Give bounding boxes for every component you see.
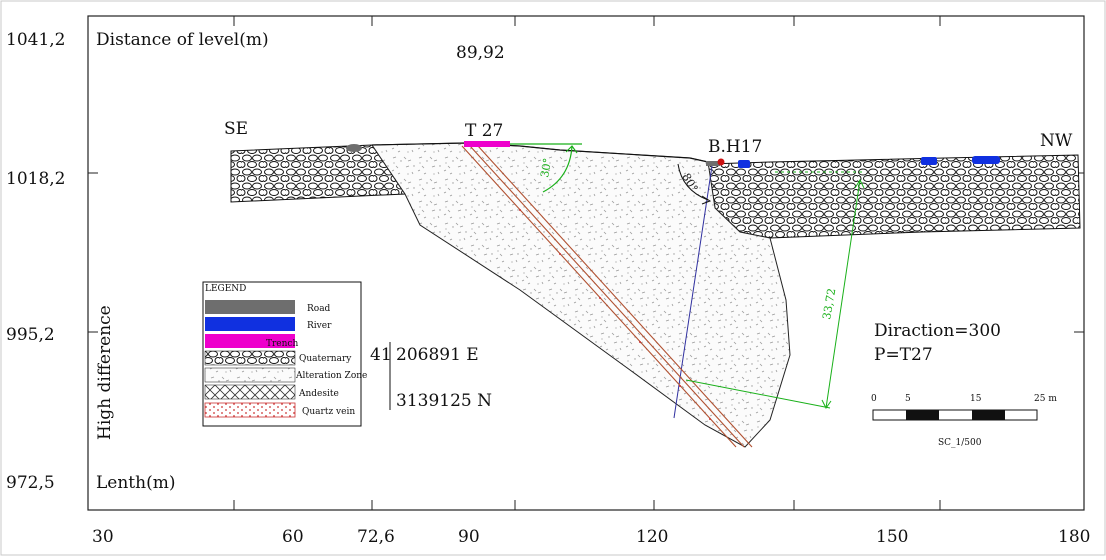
- x-tick-120: 120: [636, 527, 668, 547]
- legend-swatch-alteration: [204, 367, 296, 383]
- y-tick-2: 1018,2: [6, 169, 65, 189]
- coord-easting: 206891 E: [396, 345, 479, 365]
- legend: LEGEND Road River Trench Quaternary Alte…: [202, 281, 367, 427]
- legend-swatch-andesite: [204, 384, 296, 400]
- angle-30-marker: [510, 143, 582, 193]
- trench-marker: [464, 141, 510, 147]
- y-tick-1: 1041,2: [6, 30, 65, 50]
- legend-title: LEGEND: [205, 284, 246, 294]
- quartz-vein-dots: [519, 209, 711, 420]
- scale-bar: 0 5 15 25 m SC_1/500: [871, 394, 1057, 448]
- distance-label: 33,72: [820, 287, 838, 320]
- legend-swatch-quartz: [204, 402, 296, 418]
- distance-marker: [685, 171, 865, 409]
- coord-prefix: 41: [370, 345, 392, 365]
- y-tick-3: 995,2: [6, 325, 55, 345]
- scale-tick-15: 15: [970, 394, 982, 404]
- scale-caption: SC_1/500: [938, 438, 982, 448]
- legend-swatch-trench: [205, 334, 295, 348]
- x-tick-90: 90: [458, 527, 480, 547]
- x-tick-150: 150: [876, 527, 908, 547]
- legend-label-road: Road: [307, 304, 331, 314]
- nw-label: NW: [1040, 131, 1073, 151]
- se-label: SE: [224, 119, 248, 139]
- x-tick-60: 60: [282, 527, 304, 547]
- ground-surface: [371, 142, 709, 163]
- trench-label: T 27: [465, 121, 503, 141]
- legend-swatch-quaternary: [204, 350, 296, 366]
- legend-label-alteration: Alteration Zone: [295, 371, 367, 381]
- legend-label-andesite: Andesite: [298, 389, 339, 399]
- borehole-marker: [717, 158, 725, 166]
- legend-label-quaternary: Quaternary: [299, 354, 352, 364]
- x-tick-30: 30: [92, 527, 114, 547]
- x-tick-180: 180: [1058, 527, 1090, 547]
- tick-marks: [88, 16, 1084, 510]
- quaternary-right: [707, 154, 1081, 239]
- river-marker-3: [972, 156, 1000, 164]
- y-tick-4: 972,5: [6, 473, 55, 493]
- legend-swatch-road: [205, 300, 295, 314]
- angle-80-marker: [677, 163, 712, 205]
- scale-tick-25: 25 m: [1034, 394, 1057, 404]
- plot-frame: [87, 15, 1085, 511]
- legend-label-quartz: Quartz vein: [302, 407, 355, 417]
- legend-label-river: River: [307, 321, 332, 331]
- quartz-vein: [461, 145, 753, 448]
- river-marker-2: [921, 157, 937, 165]
- scale-tick-5: 5: [905, 394, 911, 404]
- high-difference-label: High difference: [95, 305, 115, 440]
- x-tick-72-6: 72,6: [357, 527, 395, 547]
- borehole-label: B.H17: [708, 137, 762, 157]
- angle-30-label: 30°: [538, 157, 554, 178]
- road-marker-right: [706, 161, 720, 166]
- legend-label-trench: Trench: [266, 339, 298, 349]
- scale-tick-0: 0: [871, 394, 877, 404]
- fault-line: [673, 165, 713, 419]
- length-label: Lenth(m): [96, 473, 175, 493]
- road-marker-left: [346, 144, 362, 152]
- coord-northing: 3139125 N: [396, 391, 492, 411]
- profile-text: P=T27: [874, 345, 933, 365]
- direction-text: Diraction=300: [874, 321, 1001, 341]
- top-value-label: 89,92: [456, 43, 505, 63]
- river-marker-1: [738, 160, 750, 168]
- legend-swatch-river: [205, 317, 295, 331]
- distance-level-label: Distance of level(m): [96, 30, 269, 50]
